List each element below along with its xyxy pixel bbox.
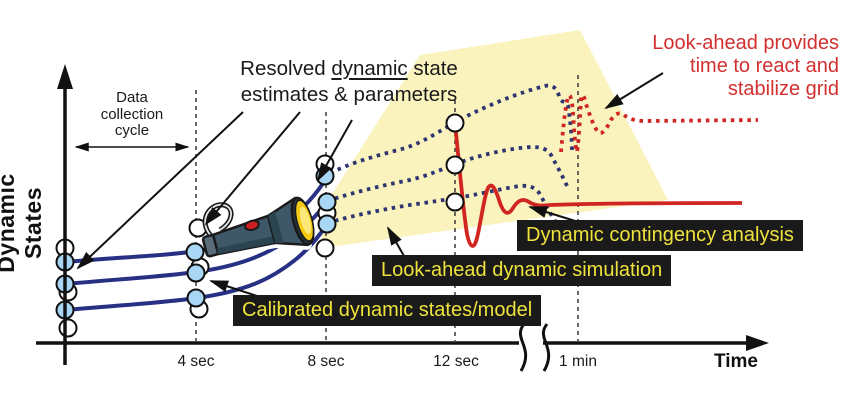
resolved-note-underlined: dynamic <box>331 57 408 80</box>
resolved-note: Resolved dynamic state estimates & param… <box>225 56 473 108</box>
x-axis-arrowhead <box>746 335 769 351</box>
look-ahead-prediction-curves <box>326 83 574 231</box>
resolved-note-pre: Resolved <box>240 57 332 80</box>
callout-dynamic-contingency-analysis: Dynamic contingency analysis <box>517 220 803 251</box>
y-axis-arrowhead <box>57 64 73 89</box>
x-tick-8sec: 8 sec <box>307 353 345 370</box>
predicted-contingency-curve <box>559 93 759 153</box>
data-collection-cycle-label: Data collection cycle <box>100 89 164 139</box>
y-axis-label: Dynamic States <box>0 173 46 273</box>
resolved-arrow-4sec <box>204 111 301 226</box>
look-ahead-note: Look-ahead provides time to react and st… <box>652 32 839 100</box>
simulation-arrow <box>387 226 405 257</box>
x-tick-1min: 1 min <box>559 353 597 370</box>
axes <box>36 64 769 372</box>
x-tick-4sec: 4 sec <box>177 353 215 370</box>
calibrated-arrow <box>209 280 258 297</box>
callout-calibrated-dynamic-states: Calibrated dynamic states/model <box>233 295 542 326</box>
x-axis-label: Time <box>713 351 759 372</box>
flashlight-icon <box>201 193 315 260</box>
look-ahead-note-arrow <box>604 72 664 110</box>
resolved-note-post: state estimates & parameters <box>240 57 458 106</box>
callout-look-ahead-dynamic-simulation: Look-ahead dynamic simulation <box>372 255 672 286</box>
resolved-arrow-t0 <box>76 111 244 270</box>
light-beam-shape <box>322 30 668 248</box>
x-tick-12sec: 12 sec <box>433 353 479 370</box>
axis-break-squiggle <box>518 323 551 372</box>
contingency-response-curve <box>453 123 743 248</box>
resolved-arrow-8sec <box>317 119 353 182</box>
